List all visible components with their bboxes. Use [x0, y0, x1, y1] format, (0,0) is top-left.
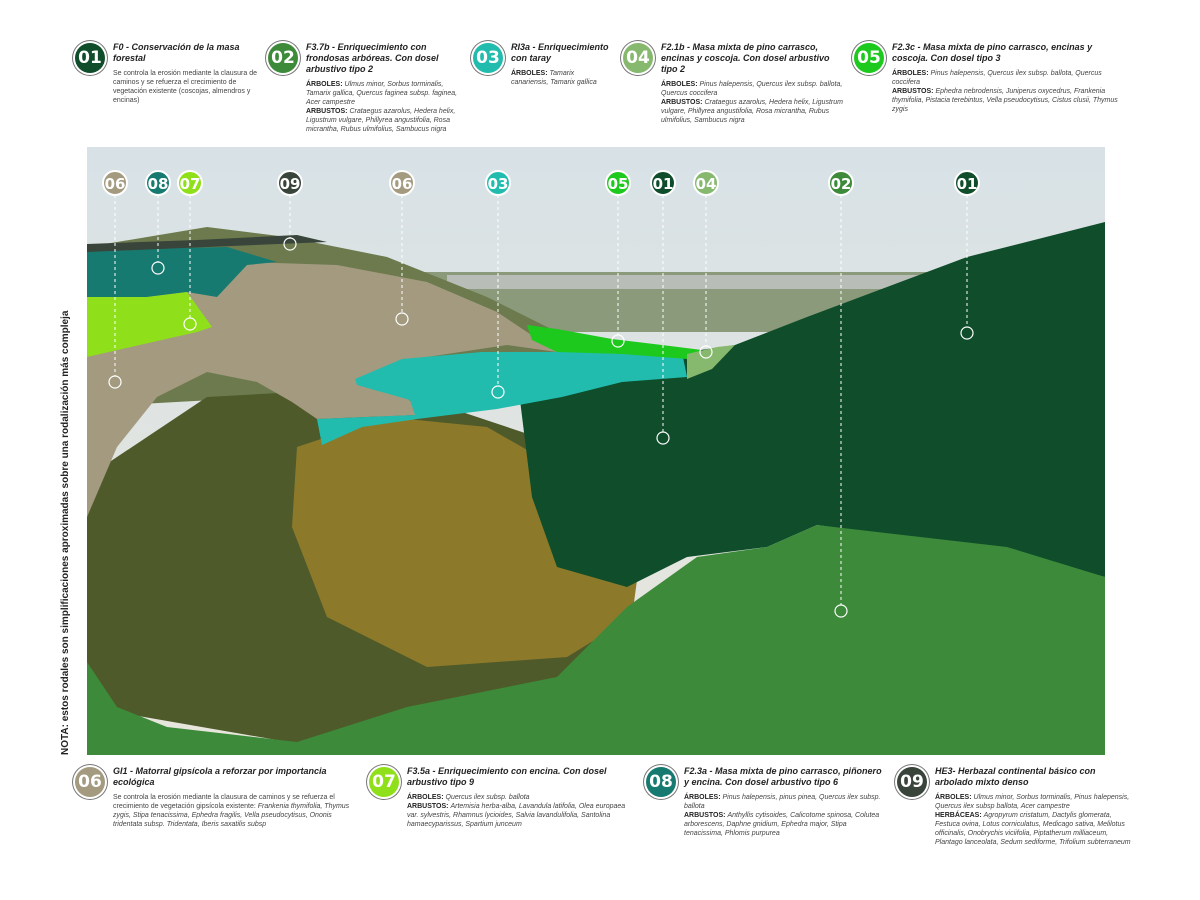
zone-badge: 09	[897, 767, 927, 797]
zone-badge: 02	[268, 43, 298, 73]
zone-marker-08: 08	[145, 170, 171, 275]
svg-text:01: 01	[957, 175, 978, 193]
zone-marker-04: 04	[693, 170, 719, 359]
zone-04	[687, 345, 735, 379]
legend-title: GI1 - Matorral gipsícola a reforzar por …	[113, 766, 327, 787]
legend-item-04: 04 F2.1b - Masa mixta de pino carrasco, e…	[620, 40, 843, 125]
svg-text:08: 08	[148, 175, 169, 193]
zone-badge: 01	[75, 43, 105, 73]
zone-badge: 03	[473, 43, 503, 73]
legend-item-07: 07 F3.5a - Enriquecimiento con encina. Co…	[366, 764, 635, 829]
svg-text:06: 06	[392, 175, 413, 193]
zone-marker-06: 06	[102, 170, 128, 389]
legend-species: HERBÁCEAS: Agropyrum cristatum, Dactylis…	[935, 812, 1131, 846]
zone-badge: 05	[854, 43, 884, 73]
zone-marker-07: 07	[177, 170, 203, 331]
svg-text:05: 05	[608, 175, 629, 193]
legend-title: F2.1b - Masa mixta de pino carrasco, enc…	[661, 42, 830, 74]
zone-marker-01: 01	[954, 170, 980, 340]
legend-item-02: 02 F3.7b - Enriquecimiento con frondosas …	[265, 40, 462, 134]
svg-text:03: 03	[488, 175, 509, 193]
zone-marker-01: 01	[650, 170, 676, 445]
zone-badge: 07	[369, 767, 399, 797]
svg-text:04: 04	[696, 175, 717, 193]
zone-07	[87, 292, 212, 357]
zone-marker-02: 02	[828, 170, 854, 618]
zone-marker-05: 05	[605, 170, 631, 348]
zone-marker-09: 09	[277, 170, 303, 251]
legend-title: F0 - Conservación de la masa forestal	[113, 42, 240, 63]
simplification-note: NOTA: estos rodales son simplificaciones…	[60, 310, 71, 755]
legend-species: ÁRBOLES: Quercus ilex subsp. ballota	[407, 794, 530, 801]
legend-item-08: 08 F2.3a - Masa mixta de pino carrasco, p…	[643, 764, 886, 838]
legend-description: Se controla la erosión mediante la claus…	[113, 70, 257, 104]
legend-item-06: 06 GI1 - Matorral gipsícola a reforzar po…	[72, 764, 358, 829]
svg-text:06: 06	[105, 175, 126, 193]
legend-title: F3.5a - Enriquecimiento con encina. Con …	[407, 766, 607, 787]
legend-species: ARBUSTOS: Crataegus azarolus, Hedera hel…	[306, 108, 456, 133]
legend-title: HE3- Herbazal continental básico con arb…	[935, 766, 1096, 787]
zone-02	[87, 525, 1105, 755]
svg-text:07: 07	[180, 175, 201, 193]
zone-03	[317, 352, 687, 445]
legend-description: Se controla la erosión mediante la claus…	[113, 794, 350, 828]
zone-badge: 06	[75, 767, 105, 797]
legend-species: ARBUSTOS: Crataegus azarolus, Hedera hel…	[661, 99, 843, 124]
zone-01	[520, 222, 1105, 587]
legend-species: ÁRBOLES: Pinus halepensis, Quercus ilex …	[661, 81, 843, 97]
legend-item-09: 09 HE3- Herbazal continental básico con a…	[894, 764, 1134, 847]
zone-badge: 08	[646, 767, 676, 797]
zone-marker-06: 06	[389, 170, 415, 326]
legend-title: RI3a - Enriquecimiento con taray	[511, 42, 609, 63]
legend-species: ARBUSTOS: Ephedra nebrodensis, Juniperus…	[892, 88, 1118, 113]
svg-text:01: 01	[653, 175, 674, 193]
legend-species: ÁRBOLES: Pinus halepensis, Quercus ilex …	[892, 70, 1102, 86]
legend-species: ÁRBOLES: Ulmus minor, Sorbus torminalis,…	[935, 794, 1130, 810]
legend-species: ÁRBOLES: Tamarix canariensis, Tamarix ga…	[511, 70, 597, 86]
svg-text:02: 02	[831, 175, 852, 193]
legend-species: ÁRBOLES: Ulmus minor, Sorbus torminalis,…	[306, 81, 458, 106]
landscape-zoning-diagram: 06 08 07 09 06 03 05 01 04 02 01	[87, 147, 1105, 755]
legend-title: F2.3a - Masa mixta de pino carrasco, piñ…	[684, 766, 882, 787]
zone-05	[527, 325, 702, 359]
zone-08	[87, 247, 277, 297]
zone-09	[87, 235, 327, 252]
legend-title: F2.3c - Masa mixta de pino carrasco, enc…	[892, 42, 1093, 63]
svg-text:09: 09	[280, 175, 301, 193]
legend-title: F3.7b - Enriquecimiento con frondosas ar…	[306, 42, 439, 74]
legend-item-05: 05 F2.3c - Masa mixta de pino carrasco, e…	[851, 40, 1121, 114]
legend-species: ARBUSTOS: Artemisia herba-alba, Lavandul…	[407, 803, 626, 828]
distant-city	[447, 275, 927, 289]
legend-species: ARBUSTOS: Anthyllis cytisoides, Calicoto…	[684, 812, 880, 837]
zone-badge: 04	[623, 43, 653, 73]
zone-marker-03: 03	[485, 170, 511, 399]
legend-species: ÁRBOLES: Pinus halepensis, pinus pinea, …	[684, 794, 881, 810]
